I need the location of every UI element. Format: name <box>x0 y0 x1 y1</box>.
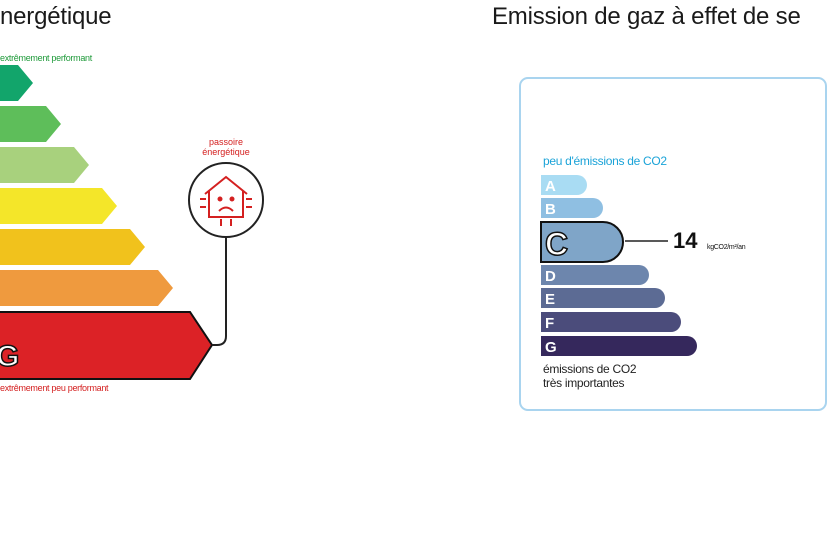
ges-bar-label-f: F <box>545 315 554 332</box>
ges-bar-e <box>541 288 665 308</box>
ges-bottom-label-line-2: très importantes <box>543 376 625 390</box>
ges-bottom-label: émissions de CO2 très importantes <box>543 362 637 390</box>
ges-panel <box>519 77 827 411</box>
ges-bar-label-b: B <box>545 201 556 218</box>
dpe-top-caption: extrêmement performant <box>0 53 92 63</box>
ges-bar-label-c: C <box>545 226 568 262</box>
passoire-label: passoire énergétique <box>186 137 266 157</box>
dpe-bottom-caption: extrêmement peu performant <box>0 383 109 393</box>
dpe-title: nergétique <box>0 3 112 30</box>
dpe-bar-7 <box>0 311 214 380</box>
passoire-connector <box>212 237 227 346</box>
dpe-bar-5 <box>0 229 145 265</box>
ges-bar-label-g: G <box>545 339 557 356</box>
ges-unit: kgCO2/m²/an <box>707 244 746 251</box>
ges-bar-d <box>541 265 649 285</box>
passoire-line-2: énergétique <box>202 147 250 157</box>
dpe-bar-1 <box>0 65 33 101</box>
ges-top-label: peu d'émissions de CO2 <box>543 154 667 168</box>
ges-bar-label-a: A <box>545 178 556 195</box>
dpe-current-class-letter: G <box>0 340 19 373</box>
sad-house-icon <box>200 175 252 226</box>
ges-title: Emission de gaz à effet de se <box>492 3 801 30</box>
ges-bar-c <box>540 221 624 263</box>
dpe-bar-2 <box>0 106 61 142</box>
ges-bar-f <box>541 312 681 332</box>
dpe-bar-3 <box>0 147 89 183</box>
ges-value: 14 <box>673 228 698 253</box>
ges-bar-g <box>541 336 697 356</box>
ges-bottom-label-line-1: émissions de CO2 <box>543 362 637 376</box>
dpe-bar-4 <box>0 188 117 224</box>
ges-bar-label-d: D <box>545 268 556 285</box>
ges-bar-a <box>541 175 587 195</box>
dpe-bar-6 <box>0 270 173 306</box>
ges-bar-b <box>541 198 603 218</box>
ges-bar-label-e: E <box>545 291 555 308</box>
passoire-line-1: passoire <box>208 137 244 147</box>
